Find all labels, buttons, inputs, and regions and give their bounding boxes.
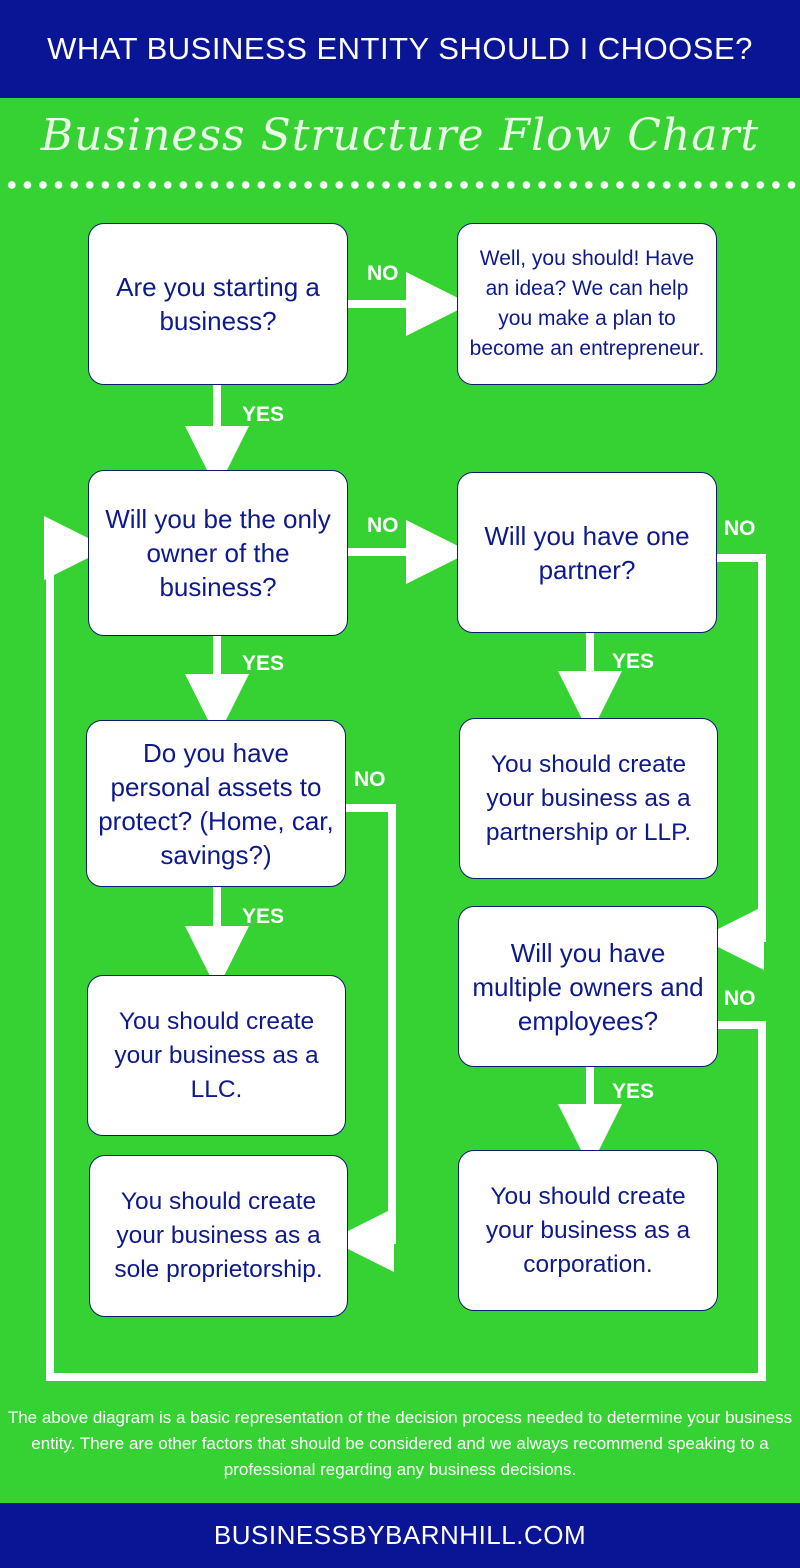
footer-website: BUSINESSBYBARNHILL.COM xyxy=(213,1520,587,1550)
label-no: NO xyxy=(367,514,399,537)
node-corporation-result: You should create your business as a cor… xyxy=(458,1150,718,1311)
node-text: Well, you should! Have an idea? We can h… xyxy=(469,247,705,360)
dotted-divider xyxy=(4,180,800,190)
disclaimer-note: The above diagram is a basic representat… xyxy=(7,1408,793,1479)
flow-chart-subtitle: Business Structure Flow Chart xyxy=(40,110,760,161)
node-text: You should create your business as a par… xyxy=(485,750,692,846)
label-no: NO xyxy=(367,262,399,285)
label-yes: YES xyxy=(612,1080,655,1103)
node-text: You should create your business as a LLC… xyxy=(114,1007,319,1103)
node-you-should: Well, you should! Have an idea? We can h… xyxy=(457,223,717,385)
node-partnership-result: You should create your business as a par… xyxy=(459,718,718,879)
node-text: Are you starting a business? xyxy=(116,272,320,336)
label-yes: YES xyxy=(612,650,655,673)
page-title: WHAT BUSINESS ENTITY SHOULD I CHOOSE? xyxy=(47,31,753,66)
header-banner: WHAT BUSINESS ENTITY SHOULD I CHOOSE? xyxy=(0,0,800,98)
node-text: You should create your business as a sol… xyxy=(114,1188,323,1283)
node-text: Do you have personal assets to protect? … xyxy=(98,737,334,870)
label-no: NO xyxy=(354,768,386,791)
label-no: NO xyxy=(724,987,756,1010)
footer-banner: BUSINESSBYBARNHILL.COM xyxy=(0,1503,800,1568)
node-llc-result: You should create your business as a LLC… xyxy=(87,975,346,1136)
arrow-assets-no xyxy=(330,804,396,1272)
node-starting-business: Are you starting a business? xyxy=(88,223,348,385)
label-no: NO xyxy=(724,517,756,540)
node-text: You should create your business as a cor… xyxy=(485,1182,691,1278)
label-yes: YES xyxy=(242,905,285,928)
node-text: Will you be the only owner of the busine… xyxy=(105,504,331,602)
arrow-partner-no xyxy=(700,554,766,970)
label-yes: YES xyxy=(242,403,285,426)
node-text: Will you have one partner? xyxy=(484,520,690,585)
label-yes: YES xyxy=(242,652,285,675)
arrow-multiple-no-loop xyxy=(44,516,766,1381)
node-sole-proprietorship-result: You should create your business as a sol… xyxy=(89,1155,348,1317)
node-personal-assets: Do you have personal assets to protect? … xyxy=(86,720,346,887)
node-text: Will you have multiple owners and employ… xyxy=(472,937,704,1036)
node-only-owner: Will you be the only owner of the busine… xyxy=(88,470,348,636)
node-multiple-owners: Will you have multiple owners and employ… xyxy=(458,906,718,1067)
node-one-partner: Will you have one partner? xyxy=(457,472,717,633)
